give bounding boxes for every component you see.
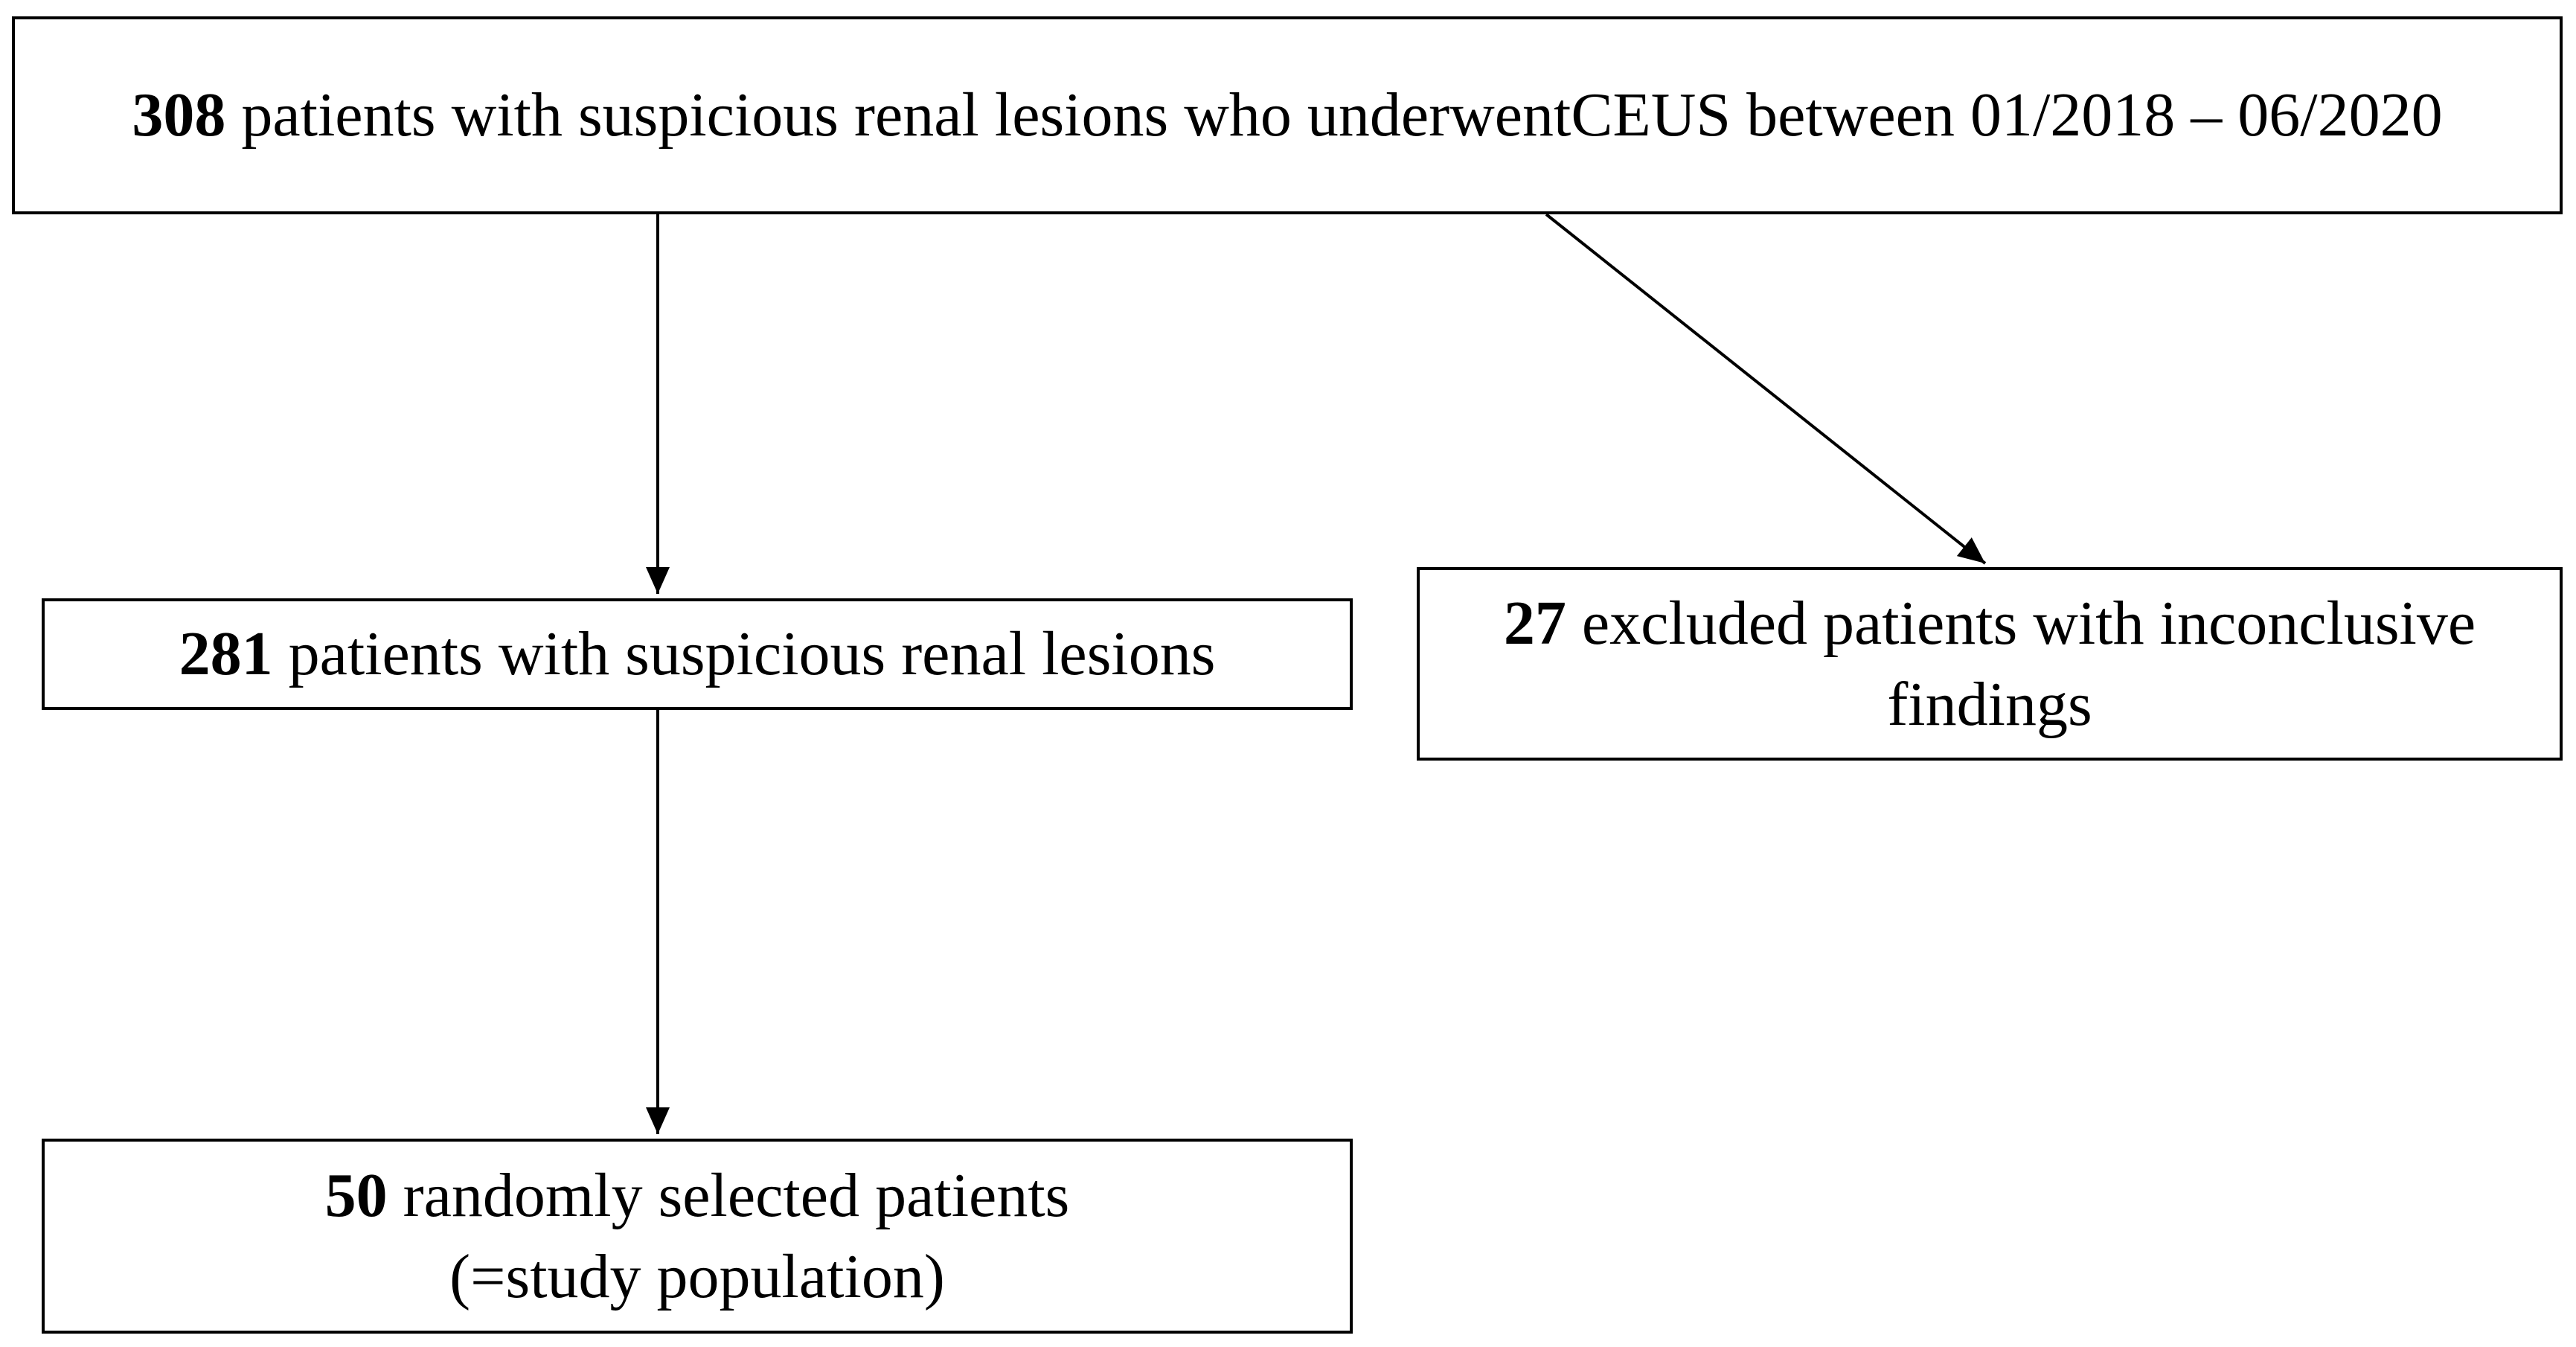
suspicious-lesions-text: patients with suspicious renal lesions — [272, 619, 1216, 689]
study-population-count: 50 — [324, 1160, 388, 1230]
suspicious-lesions-count: 281 — [179, 619, 273, 689]
box-suspicious-lesions-label: 281 patients with suspicious renal lesio… — [179, 613, 1216, 694]
box-excluded-patients: 27 excluded patients with inconclusive f… — [1417, 567, 2563, 761]
box-all-patients: 308 patients with suspicious renal lesio… — [12, 16, 2563, 214]
all-patients-text: patients with suspicious renal lesions w… — [225, 80, 2443, 150]
box-all-patients-label: 308 patients with suspicious renal lesio… — [132, 74, 2442, 156]
excluded-patients-count: 27 — [1503, 588, 1566, 658]
all-patients-count: 308 — [132, 80, 226, 150]
study-population-text: randomly selected patients (=study popul… — [387, 1160, 1070, 1311]
arrow-top-to-excluded — [1545, 213, 1987, 565]
excluded-patients-text: excluded patients with inconclusive find… — [1566, 588, 2476, 739]
box-excluded-patients-label: 27 excluded patients with inconclusive f… — [1457, 583, 2522, 745]
box-suspicious-lesions: 281 patients with suspicious renal lesio… — [42, 598, 1353, 710]
box-study-population: 50 randomly selected patients (=study po… — [42, 1139, 1353, 1334]
box-study-population-label: 50 randomly selected patients (=study po… — [268, 1155, 1127, 1317]
